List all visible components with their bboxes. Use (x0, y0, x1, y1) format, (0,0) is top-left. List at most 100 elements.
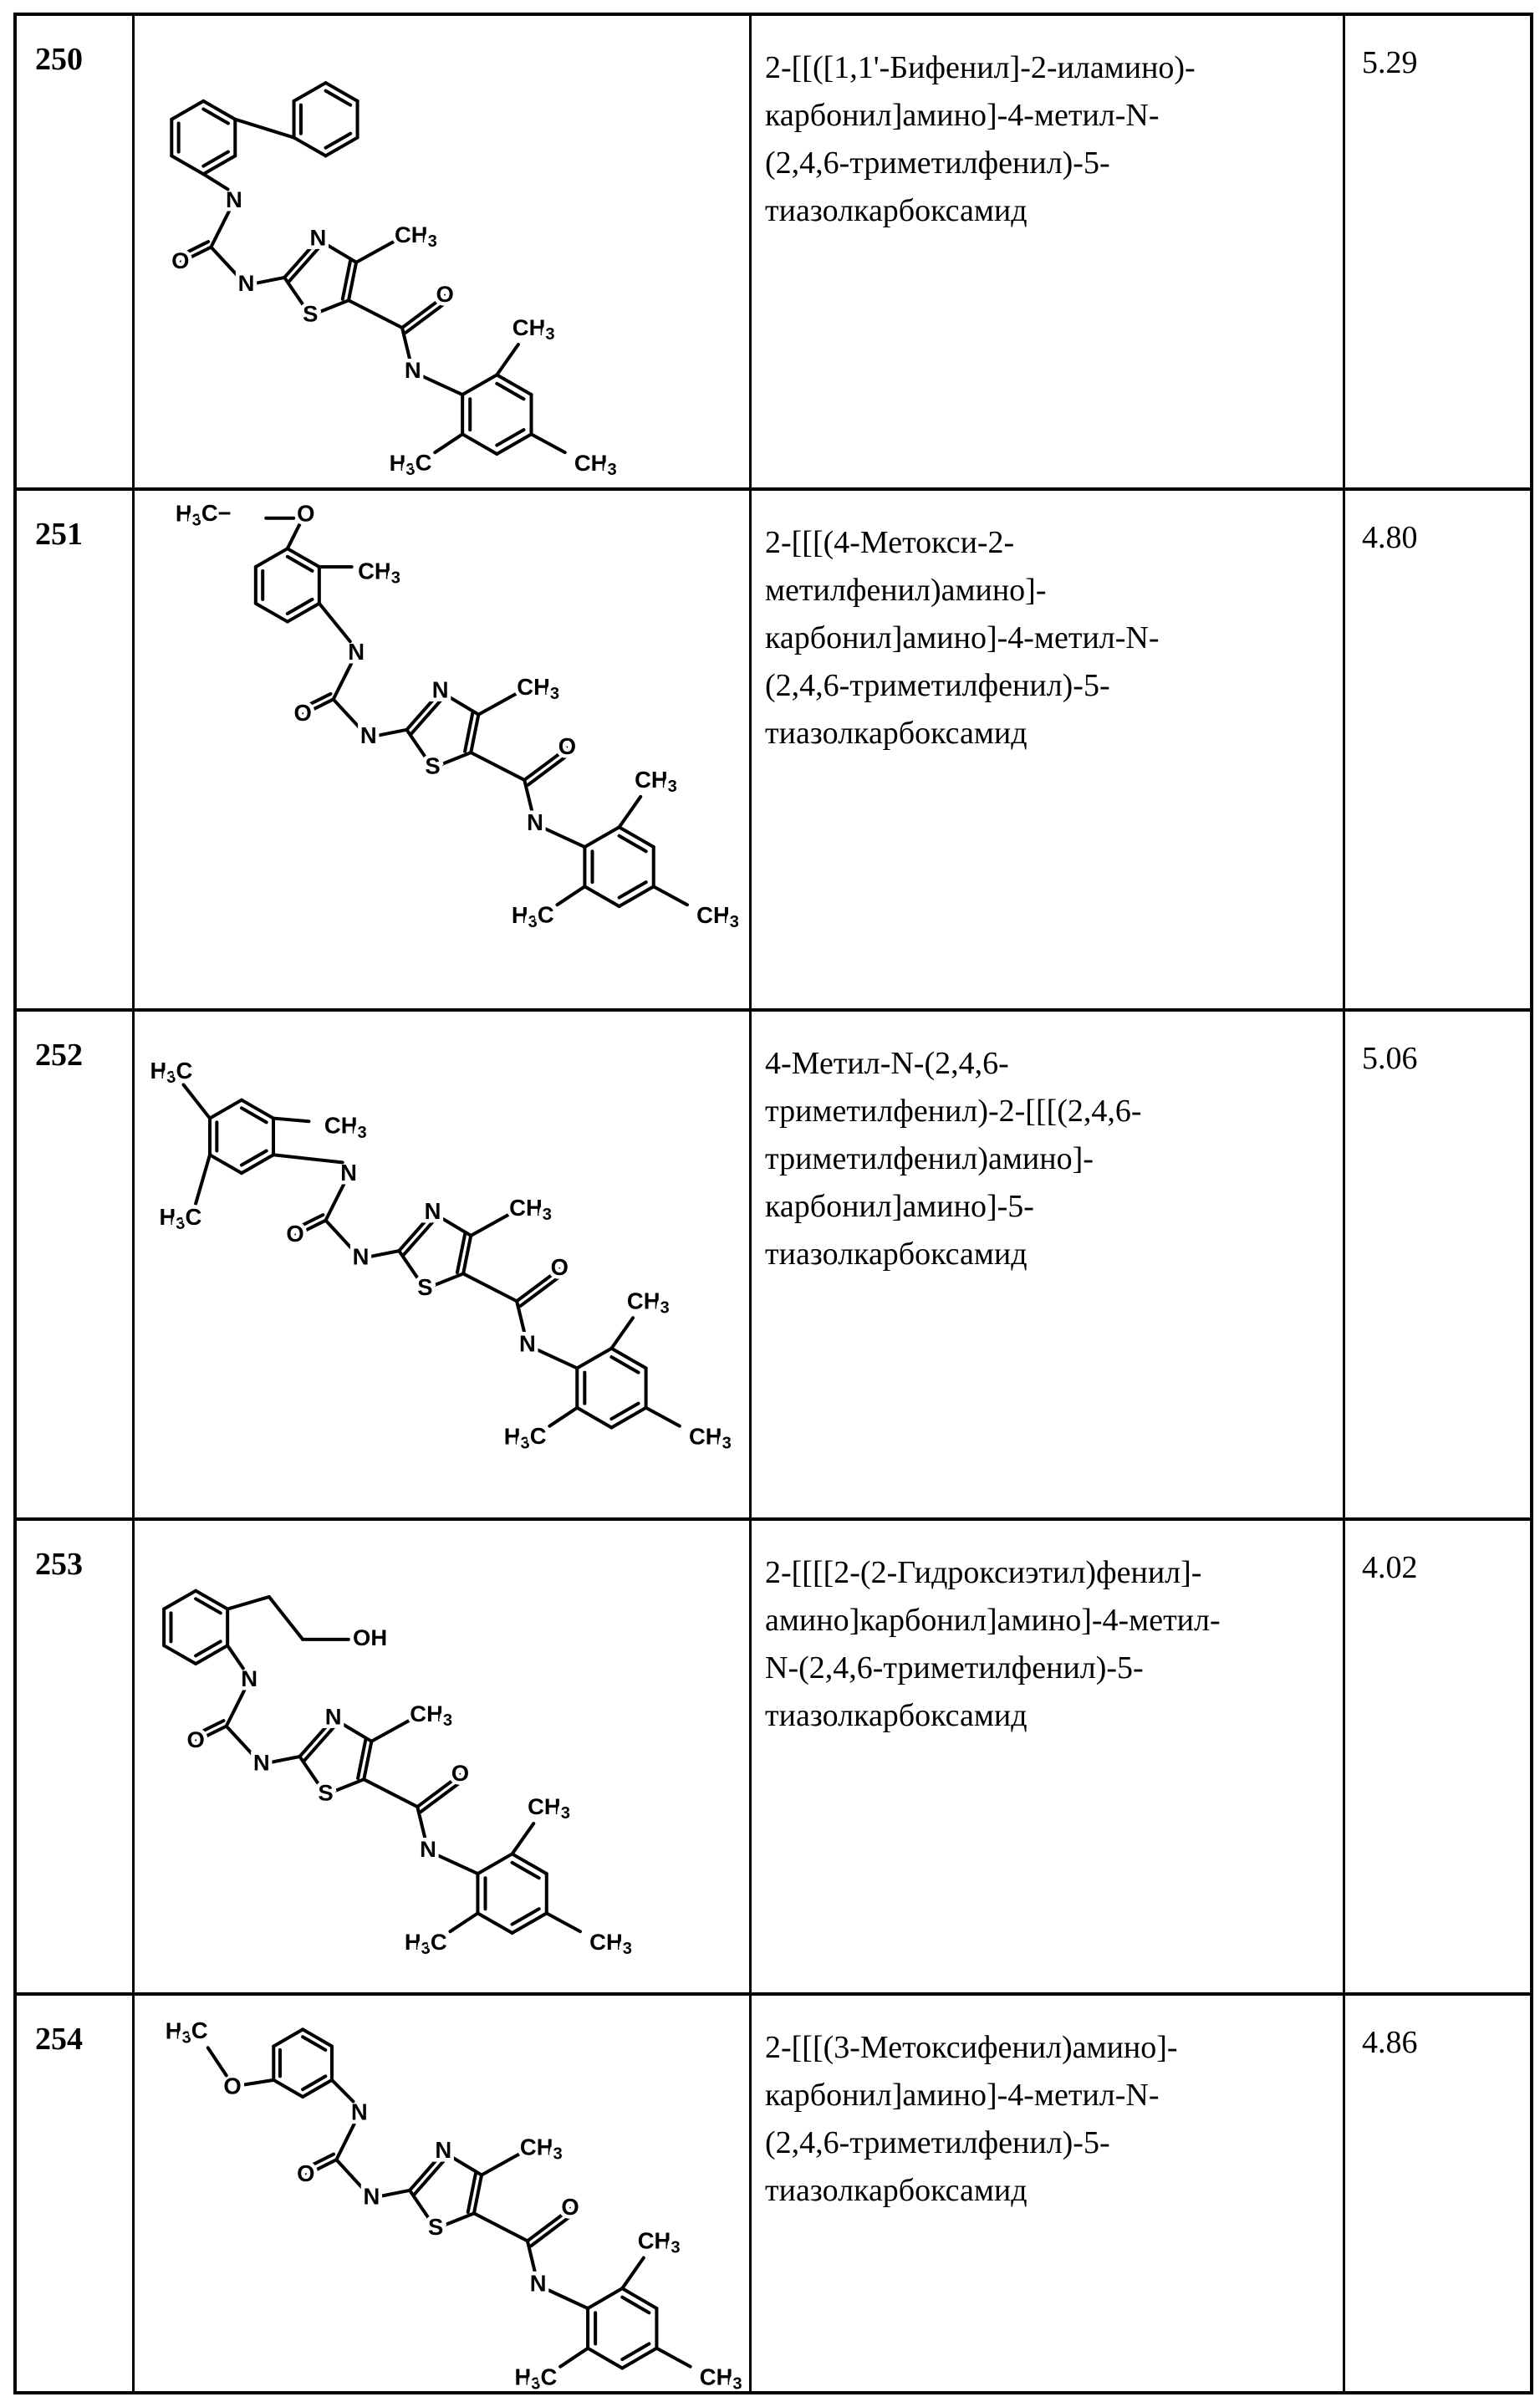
bond (463, 711, 475, 753)
bond (191, 1719, 226, 1738)
bond (239, 1153, 275, 1176)
bond (285, 523, 302, 551)
name-line: карбонил]амино]-4-метил-N- (765, 620, 1160, 655)
bond (469, 751, 527, 782)
bond (224, 1724, 263, 1767)
atom-label: N (432, 677, 449, 703)
bond (362, 1739, 374, 1782)
bond (201, 154, 237, 176)
atom-label: N (530, 2271, 547, 2297)
bond (292, 81, 328, 103)
bond (476, 1911, 514, 1935)
bond (334, 2112, 361, 2162)
bond (298, 1754, 328, 1797)
bond (207, 1153, 243, 1176)
bond (495, 381, 526, 401)
compound-number-cell: 252 (17, 1012, 135, 1517)
bond (609, 1346, 648, 1370)
bond (575, 1346, 614, 1370)
compound-name-cell: 2-[[([1,1'-Бифенил]-2-иламино)- карбонил… (752, 16, 1345, 487)
bond (397, 1211, 435, 1253)
bond (170, 99, 206, 121)
name-line: 2-[[([1,1'-Бифенил]-2-иламино)- (765, 50, 1196, 85)
bond (301, 2074, 328, 2092)
name-line: 2-[[[(3-Метоксифенил)амино]- (765, 2030, 1178, 2065)
bond (292, 135, 328, 158)
name-line: (2,4,6-триметилфенил)-5- (765, 668, 1110, 703)
atom-label: H3C (159, 1204, 201, 1233)
bond (194, 1724, 228, 1743)
bond (510, 1860, 541, 1880)
atom-label: N (241, 1665, 258, 1691)
atom-label: CH3 (528, 1793, 570, 1823)
atom-label: CH3 (324, 1113, 367, 1142)
atom-label: O (186, 1726, 204, 1752)
name-line: тиазолкарбоксамид (765, 1237, 1028, 1272)
bond (331, 697, 370, 739)
bond (301, 2027, 334, 2048)
atom-label: CH3 (689, 1424, 732, 1453)
compound-name: 2-[[[[2-(2-Гидроксиэтил)фенил]- амино]ка… (765, 1549, 1331, 1740)
activity-value: 4.86 (1362, 2025, 1418, 2060)
atom-label: H3C (166, 2017, 208, 2047)
bond (331, 1716, 374, 1743)
bond (410, 370, 465, 397)
bond (272, 2027, 305, 2048)
bond (423, 1272, 466, 1291)
bond (346, 260, 359, 303)
atom-label: O (297, 2160, 314, 2186)
bond (469, 712, 481, 755)
activity-value: 4.02 (1362, 1550, 1418, 1585)
atom-label: CH3 (512, 314, 555, 344)
bond (434, 2211, 476, 2231)
bond (469, 1211, 514, 1237)
bond (408, 2188, 438, 2231)
bond (239, 1106, 268, 1125)
bond (346, 298, 404, 329)
atom-label: O (558, 733, 576, 759)
bond (515, 1267, 562, 1303)
bond (404, 298, 451, 334)
atom-label: N (348, 639, 365, 665)
bond (433, 432, 465, 455)
bond (253, 547, 289, 569)
bond (609, 1355, 640, 1374)
atom-label: O (436, 281, 453, 307)
bond (510, 1907, 541, 1926)
name-line: триметилфенил)-2-[[[(2,4,6- (765, 1094, 1142, 1129)
bond (620, 2295, 651, 2315)
bond (201, 172, 230, 191)
compound-number: 252 (35, 1038, 83, 1073)
bond (178, 245, 213, 264)
bond (586, 2287, 625, 2311)
bond (309, 298, 350, 318)
bond (523, 778, 538, 826)
bond (354, 237, 400, 264)
bond (510, 1822, 536, 1856)
bond (518, 1272, 565, 1308)
bond (324, 89, 353, 107)
bond (495, 342, 520, 377)
atom-label: N (519, 1330, 536, 1356)
bond (617, 880, 648, 900)
bond (431, 1211, 473, 1237)
bond (194, 1640, 222, 1658)
atom-label: O (551, 1254, 569, 1280)
atom-label: N (527, 809, 543, 835)
atom-label: N (420, 1836, 436, 1862)
bond (586, 2346, 625, 2370)
bond (239, 1149, 268, 1167)
value-cell: 4.80 (1345, 491, 1530, 1008)
compound-name-cell: 2-[[[[2-(2-Гидроксиэтил)фенил]- амино]ка… (752, 1521, 1345, 1992)
compound-name: 2-[[[(4-Метокси-2- метилфенил)амино]- ка… (765, 519, 1331, 757)
bond (324, 135, 360, 158)
compound-number-cell: 250 (17, 16, 135, 487)
bond (285, 597, 314, 615)
atom-label: H3C (512, 902, 554, 931)
